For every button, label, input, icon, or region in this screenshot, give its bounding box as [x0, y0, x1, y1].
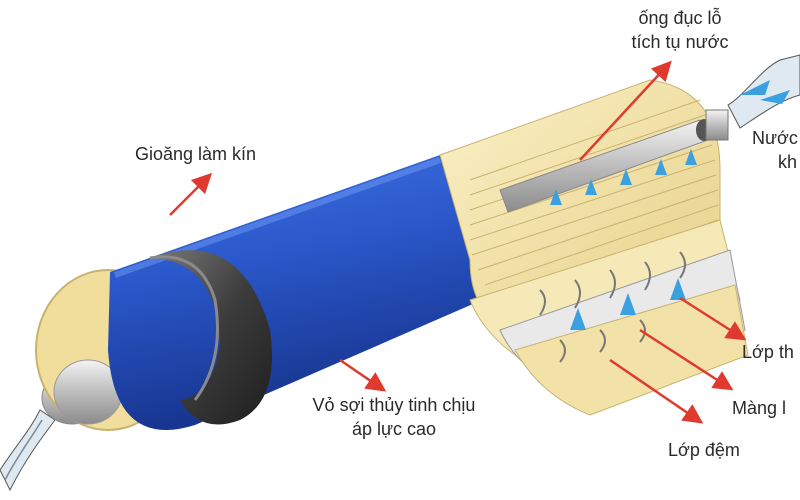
membrane-leader: [639, 328, 734, 391]
gasket-label: Gioăng làm kín: [135, 144, 257, 164]
clean-water-label-line2: kh: [778, 152, 798, 172]
leader-arrows: [169, 60, 747, 424]
gasket-ring: [149, 250, 272, 425]
layer-top-label: Lớp th: [742, 342, 794, 362]
housing-label-line2: áp lực cao: [351, 419, 437, 439]
flow-arrows: [550, 149, 697, 330]
clean-water-label: Nước kh: [752, 126, 798, 174]
membrane-label: Màng l: [732, 398, 787, 418]
fiberglass-housing: [108, 154, 508, 431]
perforated-tube-label-line1: ống đục lỗ: [638, 8, 722, 28]
housing-label-line1: Vỏ sợi thủy tinh chịu: [312, 395, 476, 415]
tube-leader: [579, 60, 672, 161]
gasket-leader: [169, 172, 213, 216]
perforated-tube-label: ống đục lỗ tích tụ nước: [610, 6, 750, 54]
housing-label: Vỏ sợi thủy tinh chịu áp lực cao: [283, 393, 505, 441]
perforated-tube-label-line2: tích tụ nước: [631, 32, 729, 52]
spacer-label: Lớp đệm: [668, 440, 740, 460]
spacer-leader: [609, 358, 704, 424]
layer-top-leader: [679, 296, 747, 341]
perforated-tube: [499, 109, 729, 213]
housing-leader: [339, 358, 387, 392]
clean-water-label-line1: Nước: [752, 128, 798, 148]
product-water-stream: [727, 54, 800, 129]
feed-water-stream: [0, 409, 56, 492]
